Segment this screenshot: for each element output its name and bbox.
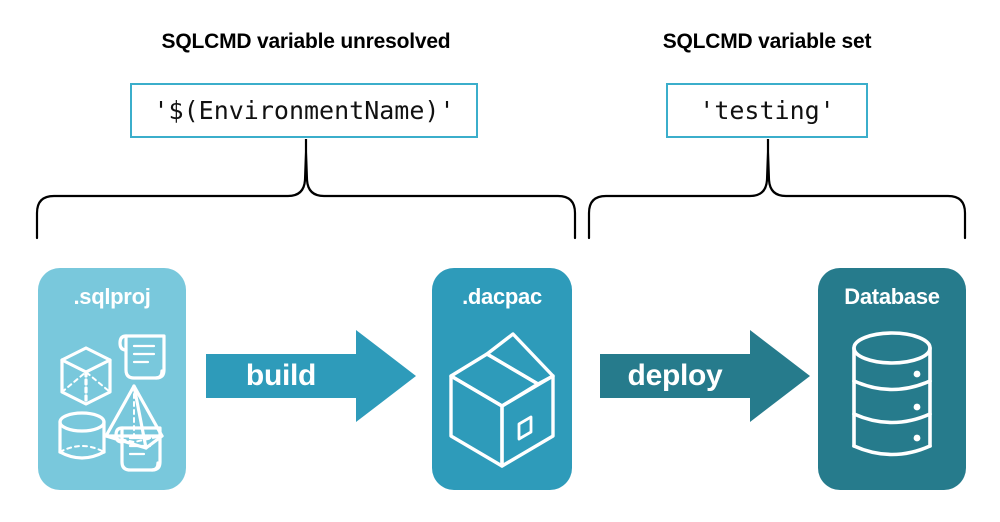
stage-label-database: Database bbox=[844, 284, 940, 309]
database-cylinder-icon bbox=[818, 318, 966, 480]
pyramid-wireframe-icon bbox=[104, 384, 164, 450]
heading-sqlcmd-variable-set: SQLCMD variable set bbox=[662, 30, 872, 53]
package-box-icon bbox=[432, 318, 572, 480]
scroll-script-bottom-icon bbox=[114, 426, 162, 472]
cube-wireframe-icon bbox=[60, 346, 112, 406]
brace-set-icon bbox=[587, 151, 967, 240]
arrow-deploy: deploy bbox=[600, 328, 812, 424]
arrow-build: build bbox=[206, 328, 418, 424]
stage-card-sqlproj: .sqlproj bbox=[38, 268, 186, 490]
stage-label-dacpac: .dacpac bbox=[462, 284, 542, 309]
three-tier-cylinder-icon bbox=[852, 331, 932, 457]
cylinder-wireframe-icon bbox=[58, 411, 106, 460]
heading-sqlcmd-variable-unresolved: SQLCMD variable unresolved bbox=[161, 30, 451, 53]
sql-objects-icon bbox=[38, 318, 186, 480]
stage-label-sqlproj: .sqlproj bbox=[73, 284, 151, 309]
arrow-deploy-shape-icon bbox=[600, 330, 810, 422]
arrow-build-shape-icon bbox=[206, 330, 416, 422]
stage-card-dacpac: .dacpac bbox=[432, 268, 572, 490]
brace-unresolved-icon bbox=[35, 151, 577, 240]
stage-card-database: Database bbox=[818, 268, 966, 490]
scroll-script-top-icon bbox=[118, 334, 166, 380]
code-box-testing: 'testing' bbox=[666, 83, 868, 138]
status-dots-icon bbox=[913, 370, 921, 442]
code-box-environment-name: '$(EnvironmentName)' bbox=[130, 83, 478, 138]
open-carton-wireframe-icon bbox=[449, 332, 555, 468]
